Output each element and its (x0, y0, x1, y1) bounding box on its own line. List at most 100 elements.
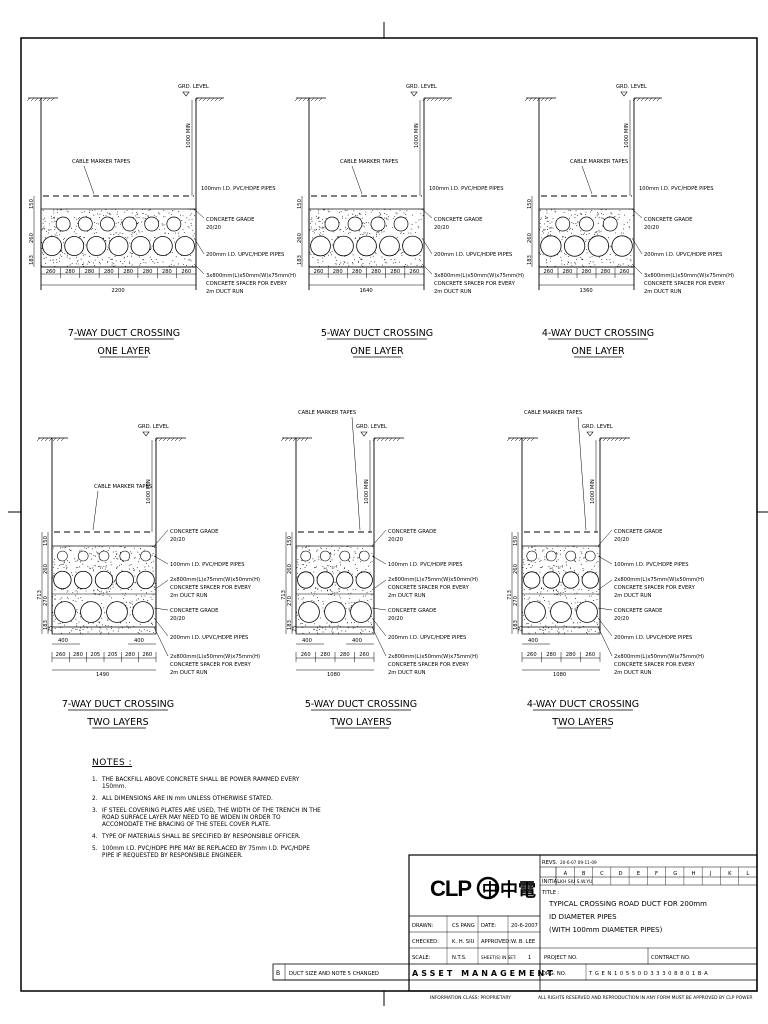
note-number: 5. (92, 846, 98, 852)
drawing-label: 260 (527, 233, 533, 243)
contract-label: CONTRACT NO. (651, 955, 691, 961)
note-text: ALL DIMENSIONS ARE IN mm UNLESS OTHERWIS… (102, 796, 273, 802)
title-line: (WITH 100mm DIAMETER PIPES) (549, 926, 663, 934)
drawing-label: CONCRETE GRADE (434, 217, 482, 223)
drg-label: DRG. NO. (542, 971, 567, 977)
drawing-label: CONCRETE SPACER FOR EVERY (614, 585, 696, 591)
drawn-value: CS PANG (452, 923, 475, 929)
scale-label: SCALE: (412, 955, 431, 961)
note-text: IF STEEL COVERING PLATES ARE USED, THE W… (102, 808, 321, 828)
drawing-label: 260 (544, 269, 554, 275)
drawing-label: 183 (29, 255, 35, 265)
drawing-label: CONCRETE GRADE (644, 217, 692, 223)
drawing-label: CONCRETE GRADE (614, 608, 662, 614)
drawing-label: 100mm I.D. PVC/HDPE PIPES (614, 562, 688, 568)
drawing-label: 280 (390, 269, 400, 275)
drawn-label: DRAWN: (412, 923, 434, 929)
drawing-label: 75 (518, 625, 524, 632)
title-line: ID DIAMETER PIPES (549, 913, 617, 921)
note-item: 5. 100mm I.D. PVC/HDPE PIPE MAY BE REPLAC… (92, 846, 322, 860)
drawing-label: CONCRETE SPACER FOR EVERY (614, 662, 696, 668)
revision-column-letter: F (655, 871, 658, 877)
revs-dates: 20-6-07 09-11-09 (560, 860, 597, 865)
drawing-label: 1640 (360, 288, 373, 294)
drawing-label: 2m DUCT RUN (434, 289, 472, 295)
drawing-label: 2m DUCT RUN (614, 593, 652, 599)
drawing-subtitle: TWO LAYERS (329, 717, 391, 728)
drawing-label: 280 (143, 269, 153, 275)
drawing-label: CONCRETE GRADE (388, 608, 436, 614)
drawing-label: GRD. LEVEL (356, 424, 387, 430)
drawing-title: 4-WAY DUCT CROSSING (542, 328, 654, 339)
drawing-label: CONCRETE SPACER FOR EVERY (644, 281, 726, 287)
drawing-title: 4-WAY DUCT CROSSING (527, 699, 639, 710)
drawing-label: 1490 (96, 672, 109, 678)
drawing-label: CABLE MARKER TAPES (524, 410, 582, 416)
drawing-label: 2m DUCT RUN (614, 670, 652, 676)
drawing-label: 713 (507, 590, 513, 600)
drawing-label: 2m DUCT RUN (170, 670, 208, 676)
drawing-subtitle: TWO LAYERS (551, 717, 613, 728)
drawing-label: 100mm I.D. PVC/HDPE PIPES (388, 562, 462, 568)
drawing-label: 280 (125, 652, 135, 658)
drawing-label: 260 (43, 564, 49, 574)
drawing-label: 3x800mm(L)x50mm(W)x75mm(H) (434, 273, 524, 279)
drg-number: T G E N 1 0 5 5 0 D 3 3 3 0 8 8 0 1 B A (588, 971, 708, 977)
drawing-label: CONCRETE SPACER FOR EVERY (170, 585, 252, 591)
drawing-label: 20/20 (614, 616, 629, 622)
title-block: B DUCT SIZE AND NOTE 5 CHANGED CLP 中 中電 … (272, 854, 758, 1001)
drawing-label: GRD. LEVEL (178, 84, 209, 90)
drawing-label: 100mm I.D. PVC/HDPE PIPES (639, 186, 713, 192)
drawing-label: CABLE MARKER TAPES (72, 159, 130, 165)
notes-section: NOTES : 1.THE BACKFILL ABOVE CONCRETE SH… (92, 759, 322, 865)
revision-column-letter: G (673, 871, 677, 877)
revision-note: DUCT SIZE AND NOTE 5 CHANGED (289, 971, 379, 977)
note-item: 1.THE BACKFILL ABOVE CONCRETE SHALL BE P… (92, 777, 322, 791)
note-text: TYPE OF MATERIALS SHALL BE SPECIFIED BY … (102, 834, 301, 840)
drawing-label: 400 (134, 638, 144, 644)
drawing-label: GRD. LEVEL (582, 424, 613, 430)
drawing-label: 100mm I.D. PVC/HDPE PIPES (429, 186, 503, 192)
drawing-label: 280 (65, 269, 75, 275)
drawing-label: 183 (527, 255, 533, 265)
drawing-label: 150 (287, 536, 293, 546)
drawing-label: 200mm I.D. UPVC/HDPE PIPES (206, 252, 284, 258)
revision-column-letter: D (618, 871, 622, 877)
note-text: 100mm I.D. PVC/HDPE PIPE MAY BE REPLACED… (102, 846, 310, 859)
drawing-label: 20/20 (170, 616, 185, 622)
revs-label: REVS. (542, 860, 558, 866)
drawing-label: 260 (409, 269, 419, 275)
drawing-label: 280 (123, 269, 133, 275)
drawing-label: 3x800mm(L)x50mm(W)x75mm(H) (644, 273, 734, 279)
drawing-label: GRD. LEVEL (138, 424, 169, 430)
drawing-label: 183 (513, 620, 519, 630)
drawing-title: 5-WAY DUCT CROSSING (321, 328, 433, 339)
drawing-label: 150 (297, 199, 303, 209)
revision-column-letter: J (709, 871, 712, 877)
drawing-label: 20/20 (170, 537, 185, 543)
drawing-label: 260 (297, 233, 303, 243)
drawing-label: 183 (287, 620, 293, 630)
drawing-label: 2200 (112, 288, 125, 294)
drawing-label: 260 (359, 652, 369, 658)
drawing-label: CABLE MARKER TAPES (298, 410, 356, 416)
drawing-label: 400 (58, 638, 68, 644)
drawing-label: 713 (281, 590, 287, 600)
revision-column-letter: C (600, 871, 604, 877)
drawing-title: 7-WAY DUCT CROSSING (62, 699, 174, 710)
drawing-label: 260 (46, 269, 56, 275)
note-text: THE BACKFILL ABOVE CONCRETE SHALL BE POW… (102, 777, 300, 790)
drawing-subtitle: ONE LAYER (350, 346, 404, 357)
note-item: 2.ALL DIMENSIONS ARE IN mm UNLESS OTHERW… (92, 796, 322, 803)
drawing-label: 280 (352, 269, 362, 275)
drawing-label: 1080 (553, 672, 566, 678)
title-label: TITLE : (541, 890, 560, 896)
date-label: DATE: (481, 923, 496, 929)
clp-logo: CLP 中 中電 (430, 876, 536, 901)
drawing-label: 400 (528, 638, 538, 644)
drawing-label: 1360 (580, 288, 593, 294)
drawing-label: 20/20 (388, 616, 403, 622)
